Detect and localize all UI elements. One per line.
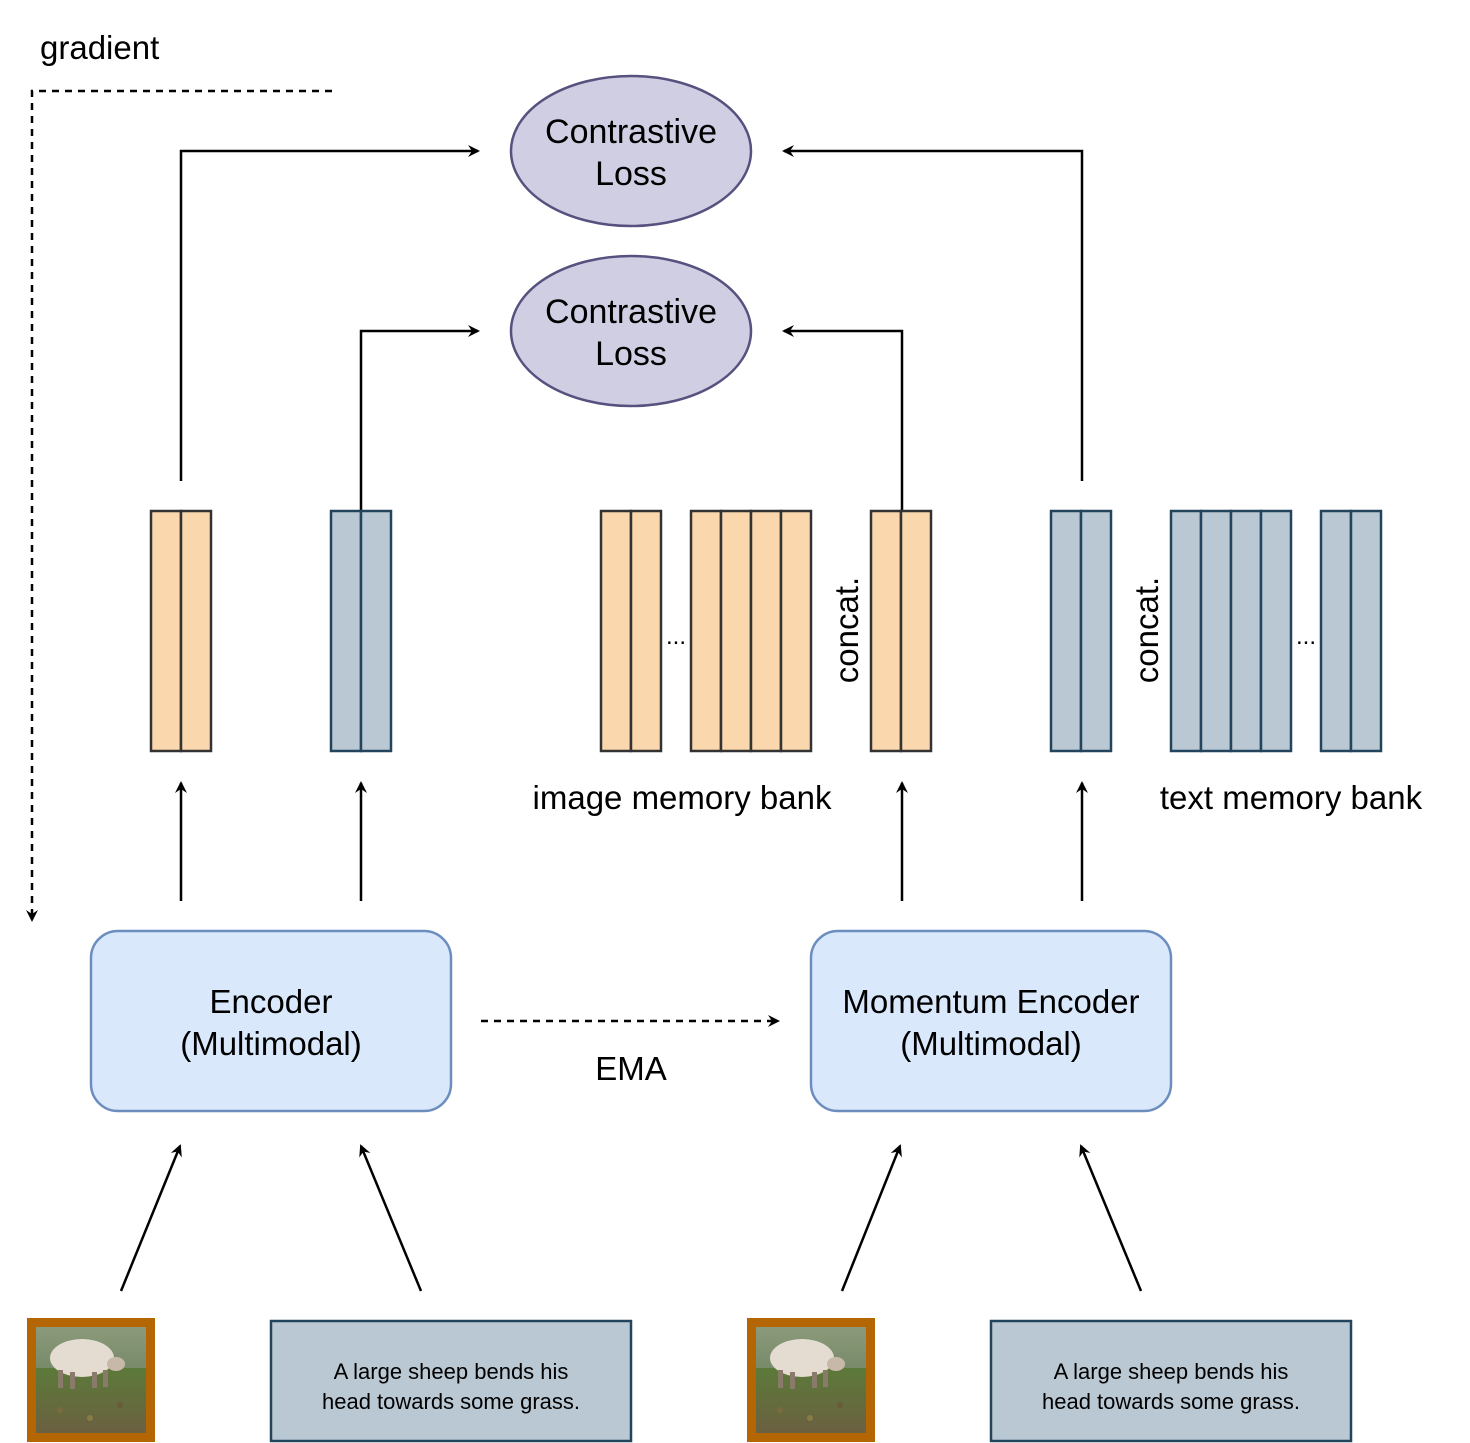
sheep-photo-icon <box>27 1318 155 1442</box>
arrow-image-feature-to-top-loss <box>179 145 480 481</box>
loss-mid-line1: Contrastive <box>545 293 717 331</box>
ema-label: EMA <box>595 1050 667 1087</box>
arrow-momentum-image-to-mid-loss <box>782 325 904 511</box>
momentum-line2: (Multimodal) <box>900 1025 1082 1062</box>
caption-box-right: A large sheep bends his head towards som… <box>989 1319 1353 1443</box>
caption-left-line1: A large sheep bends his <box>334 1359 569 1384</box>
loss-top-line2: Loss <box>595 155 667 193</box>
contrastive-loss-mid: Contrastive Loss <box>509 254 753 408</box>
arrow-image-to-encoder <box>119 1144 182 1292</box>
text-memory-bank <box>1169 509 1383 753</box>
caption-box-left: A large sheep bends his head towards som… <box>269 1319 633 1443</box>
text-feature-vector <box>329 509 393 753</box>
momentum-line1: Momentum Encoder <box>842 983 1139 1020</box>
contrastive-loss-top: Contrastive Loss <box>509 74 753 228</box>
text-memory-bank-label: text memory bank <box>1160 779 1423 816</box>
concat-text-label: concat. <box>1128 577 1165 683</box>
momentum-text-feature-vector <box>1049 509 1113 753</box>
arrow-image-to-momentum <box>840 1144 902 1292</box>
encoder-box: Encoder (Multimodal) <box>89 929 453 1113</box>
caption-right-line1: A large sheep bends his <box>1054 1359 1289 1384</box>
image-bank-ellipsis: ... <box>666 623 686 650</box>
momentum-encoder-box: Momentum Encoder (Multimodal) <box>809 929 1173 1113</box>
caption-right-line2: head towards some grass. <box>1042 1389 1300 1414</box>
arrow-momentum-text-to-top-loss <box>782 145 1084 481</box>
image-memory-bank-label: image memory bank <box>533 779 832 816</box>
gradient-label: gradient <box>40 29 159 66</box>
momentum-image-feature-vector <box>869 509 933 753</box>
text-bank-ellipsis: ... <box>1296 623 1316 650</box>
loss-top-line1: Contrastive <box>545 113 717 151</box>
arrow-caption-to-encoder <box>359 1144 423 1292</box>
caption-left-line2: head towards some grass. <box>322 1389 580 1414</box>
encoder-line1: Encoder <box>210 983 333 1020</box>
concat-image-label: concat. <box>828 577 865 683</box>
arrow-caption-to-momentum <box>1079 1144 1143 1292</box>
arrow-text-feature-to-mid-loss <box>359 325 480 511</box>
encoder-line2: (Multimodal) <box>180 1025 362 1062</box>
gradient-dashed-path <box>26 89 332 922</box>
image-memory-bank <box>599 509 813 753</box>
sheep-photo-icon <box>747 1318 875 1442</box>
image-feature-vector <box>149 509 213 753</box>
loss-mid-line2: Loss <box>595 335 667 373</box>
